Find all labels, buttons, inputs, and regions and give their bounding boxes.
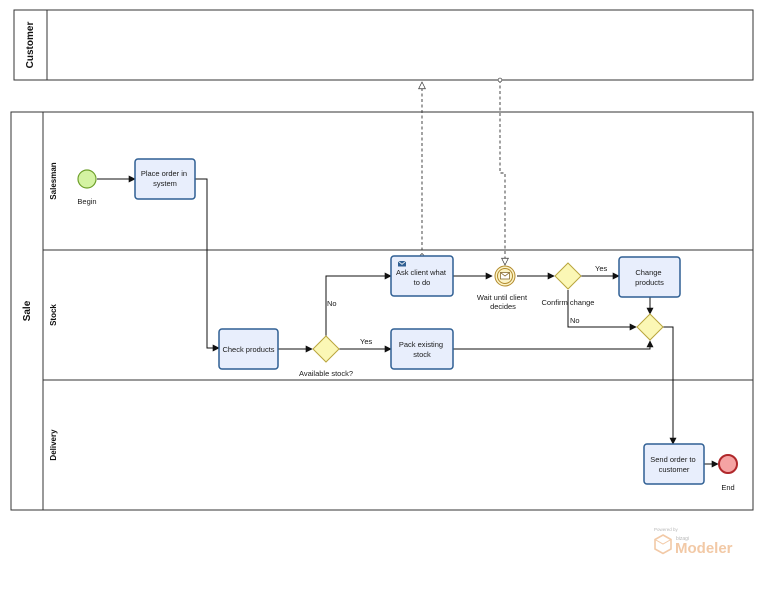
message-flows bbox=[422, 80, 505, 265]
flow-confirm-no-to-merge bbox=[567, 290, 637, 331]
lane-label-delivery: Delivery bbox=[49, 429, 58, 461]
sale-pool-label: Sale bbox=[22, 300, 33, 321]
start-event[interactable] bbox=[77, 169, 97, 189]
task-send-order[interactable]: Send order to customer bbox=[643, 443, 705, 485]
task-change-products-line-2: products bbox=[635, 278, 664, 287]
customer-pool-label: Customer bbox=[25, 22, 36, 69]
end-event[interactable] bbox=[718, 454, 738, 474]
flow-place-order-to-check bbox=[195, 178, 220, 352]
task-place-order[interactable]: Place order in system bbox=[134, 158, 196, 200]
task-ask-client-line-1: Ask client what bbox=[396, 268, 447, 277]
intermediate-message-event[interactable] bbox=[494, 265, 516, 287]
sale-pool[interactable]: Sale Salesman Stock Delivery bbox=[10, 111, 754, 511]
gateway-confirm-change[interactable] bbox=[554, 262, 582, 290]
svg-text:Ask client what to do: Ask client what to do bbox=[396, 268, 448, 287]
start-event-label: Begin bbox=[77, 197, 96, 206]
end-event-label: End bbox=[721, 483, 734, 492]
flow-merge-to-send bbox=[663, 326, 677, 445]
task-check-products-line-1: Check products bbox=[222, 345, 274, 354]
svg-text:Check products: Check products bbox=[222, 345, 274, 354]
lane-label-stock: Stock bbox=[49, 304, 58, 326]
task-ask-client-line-2: to do bbox=[414, 278, 431, 287]
gateway-available-stock-label: Available stock? bbox=[299, 369, 353, 378]
task-pack-stock-line-1: Pack existing bbox=[399, 340, 443, 349]
bizagi-modeler-logo: Powered by bizagi Modeler bbox=[654, 527, 733, 557]
flow-label-yes-confirm: Yes bbox=[595, 264, 607, 273]
svg-text:Place order in system: Place order in system bbox=[141, 169, 189, 188]
svg-text:Change products: Change products bbox=[635, 268, 664, 287]
gateway-confirm-change-label: Confirm change bbox=[542, 298, 595, 307]
task-ask-client[interactable]: Ask client what to do bbox=[390, 255, 454, 297]
task-place-order-line-1: Place order in bbox=[141, 169, 187, 178]
gateway-merge[interactable] bbox=[636, 313, 664, 341]
task-send-order-line-2: customer bbox=[659, 465, 690, 474]
task-pack-stock[interactable]: Pack existing stock bbox=[390, 328, 454, 370]
task-change-products-line-1: Change bbox=[635, 268, 661, 277]
send-message-icon bbox=[397, 260, 407, 267]
task-check-products[interactable]: Check products bbox=[218, 328, 279, 370]
envelope-icon bbox=[500, 272, 510, 280]
logo-vendor: bizagi bbox=[676, 536, 689, 542]
logo-product: Modeler bbox=[675, 540, 733, 557]
customer-pool[interactable]: Customer bbox=[13, 9, 754, 81]
flow-available-no-to-ask bbox=[325, 272, 392, 336]
logo-powered-by: Powered by bbox=[654, 527, 679, 532]
sequence-flows bbox=[97, 175, 719, 468]
lane-label-salesman: Salesman bbox=[49, 162, 58, 199]
flow-label-yes-available: Yes bbox=[360, 337, 372, 346]
message-flow-customer-to-wait bbox=[500, 80, 505, 265]
svg-text:Send order to customer: Send order to customer bbox=[650, 455, 698, 474]
task-change-products[interactable]: Change products bbox=[618, 256, 681, 298]
task-pack-stock-line-2: stock bbox=[413, 350, 431, 359]
flow-label-no-available: No bbox=[327, 299, 337, 308]
task-place-order-line-2: system bbox=[153, 179, 177, 188]
task-send-order-line-1: Send order to bbox=[650, 455, 695, 464]
gateway-available-stock[interactable] bbox=[312, 335, 340, 363]
svg-text:Pack existing stock: Pack existing stock bbox=[399, 340, 445, 359]
flow-pack-to-merge bbox=[453, 340, 654, 350]
cube-icon bbox=[654, 534, 672, 555]
flow-label-no-confirm: No bbox=[570, 316, 580, 325]
intermediate-event-label: Wait until client decides bbox=[477, 293, 529, 311]
